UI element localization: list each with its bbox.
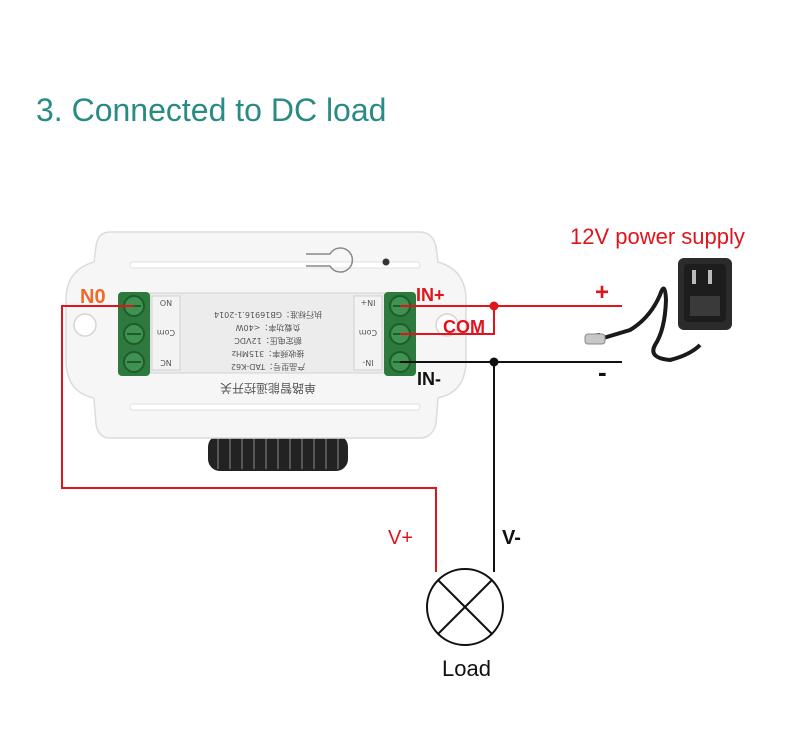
page-title: 3. Connected to DC load (36, 92, 387, 128)
junction-dot-black (489, 357, 499, 367)
junction-dot-red (489, 301, 499, 311)
power-supply-label: 12V power supply (570, 224, 745, 249)
v-plus-label: V+ (388, 527, 414, 549)
power-adapter-icon (584, 258, 732, 363)
silk-in-minus: IN- (362, 358, 373, 367)
keyhole-icon (306, 247, 354, 273)
antenna-coil (208, 435, 348, 471)
load-lamp-icon (426, 568, 504, 646)
red-wires (61, 305, 622, 572)
silk-com-right: Com (359, 328, 377, 337)
load-label: Load (442, 656, 491, 681)
black-wires (400, 361, 622, 572)
silk-voltage: 额定电压：12VDC (234, 336, 302, 346)
silk-model: 产品型号：TAD-K62 (231, 362, 305, 372)
relay-module: NO Com NC IN+ Com IN- 产品型号：TAD-K62 接收频率：… (65, 231, 467, 439)
silk-in-plus: IN+ (360, 298, 375, 307)
terminal-no-label: N0 (80, 286, 106, 308)
terminal-block-left (118, 292, 150, 376)
terminal-com-label: COM (443, 317, 485, 337)
silk-no: NO (160, 298, 172, 307)
silk-com-left: Com (157, 328, 175, 337)
silk-standard: 执行标准：GB16916.1-2014 (214, 310, 322, 320)
silk-frequency: 接收频率：315MHz (232, 349, 304, 359)
v-minus-label: V- (502, 527, 521, 549)
negative-symbol: - (598, 357, 607, 387)
terminal-in-plus-label: IN+ (416, 285, 445, 305)
positive-symbol: + (595, 279, 610, 306)
silk-product-name: 单路智能遥控开关 (220, 381, 316, 396)
terminal-in-minus-label: IN- (417, 369, 441, 389)
silk-power: 负载功率：<40W (236, 323, 301, 333)
silk-nc: NC (160, 358, 172, 367)
